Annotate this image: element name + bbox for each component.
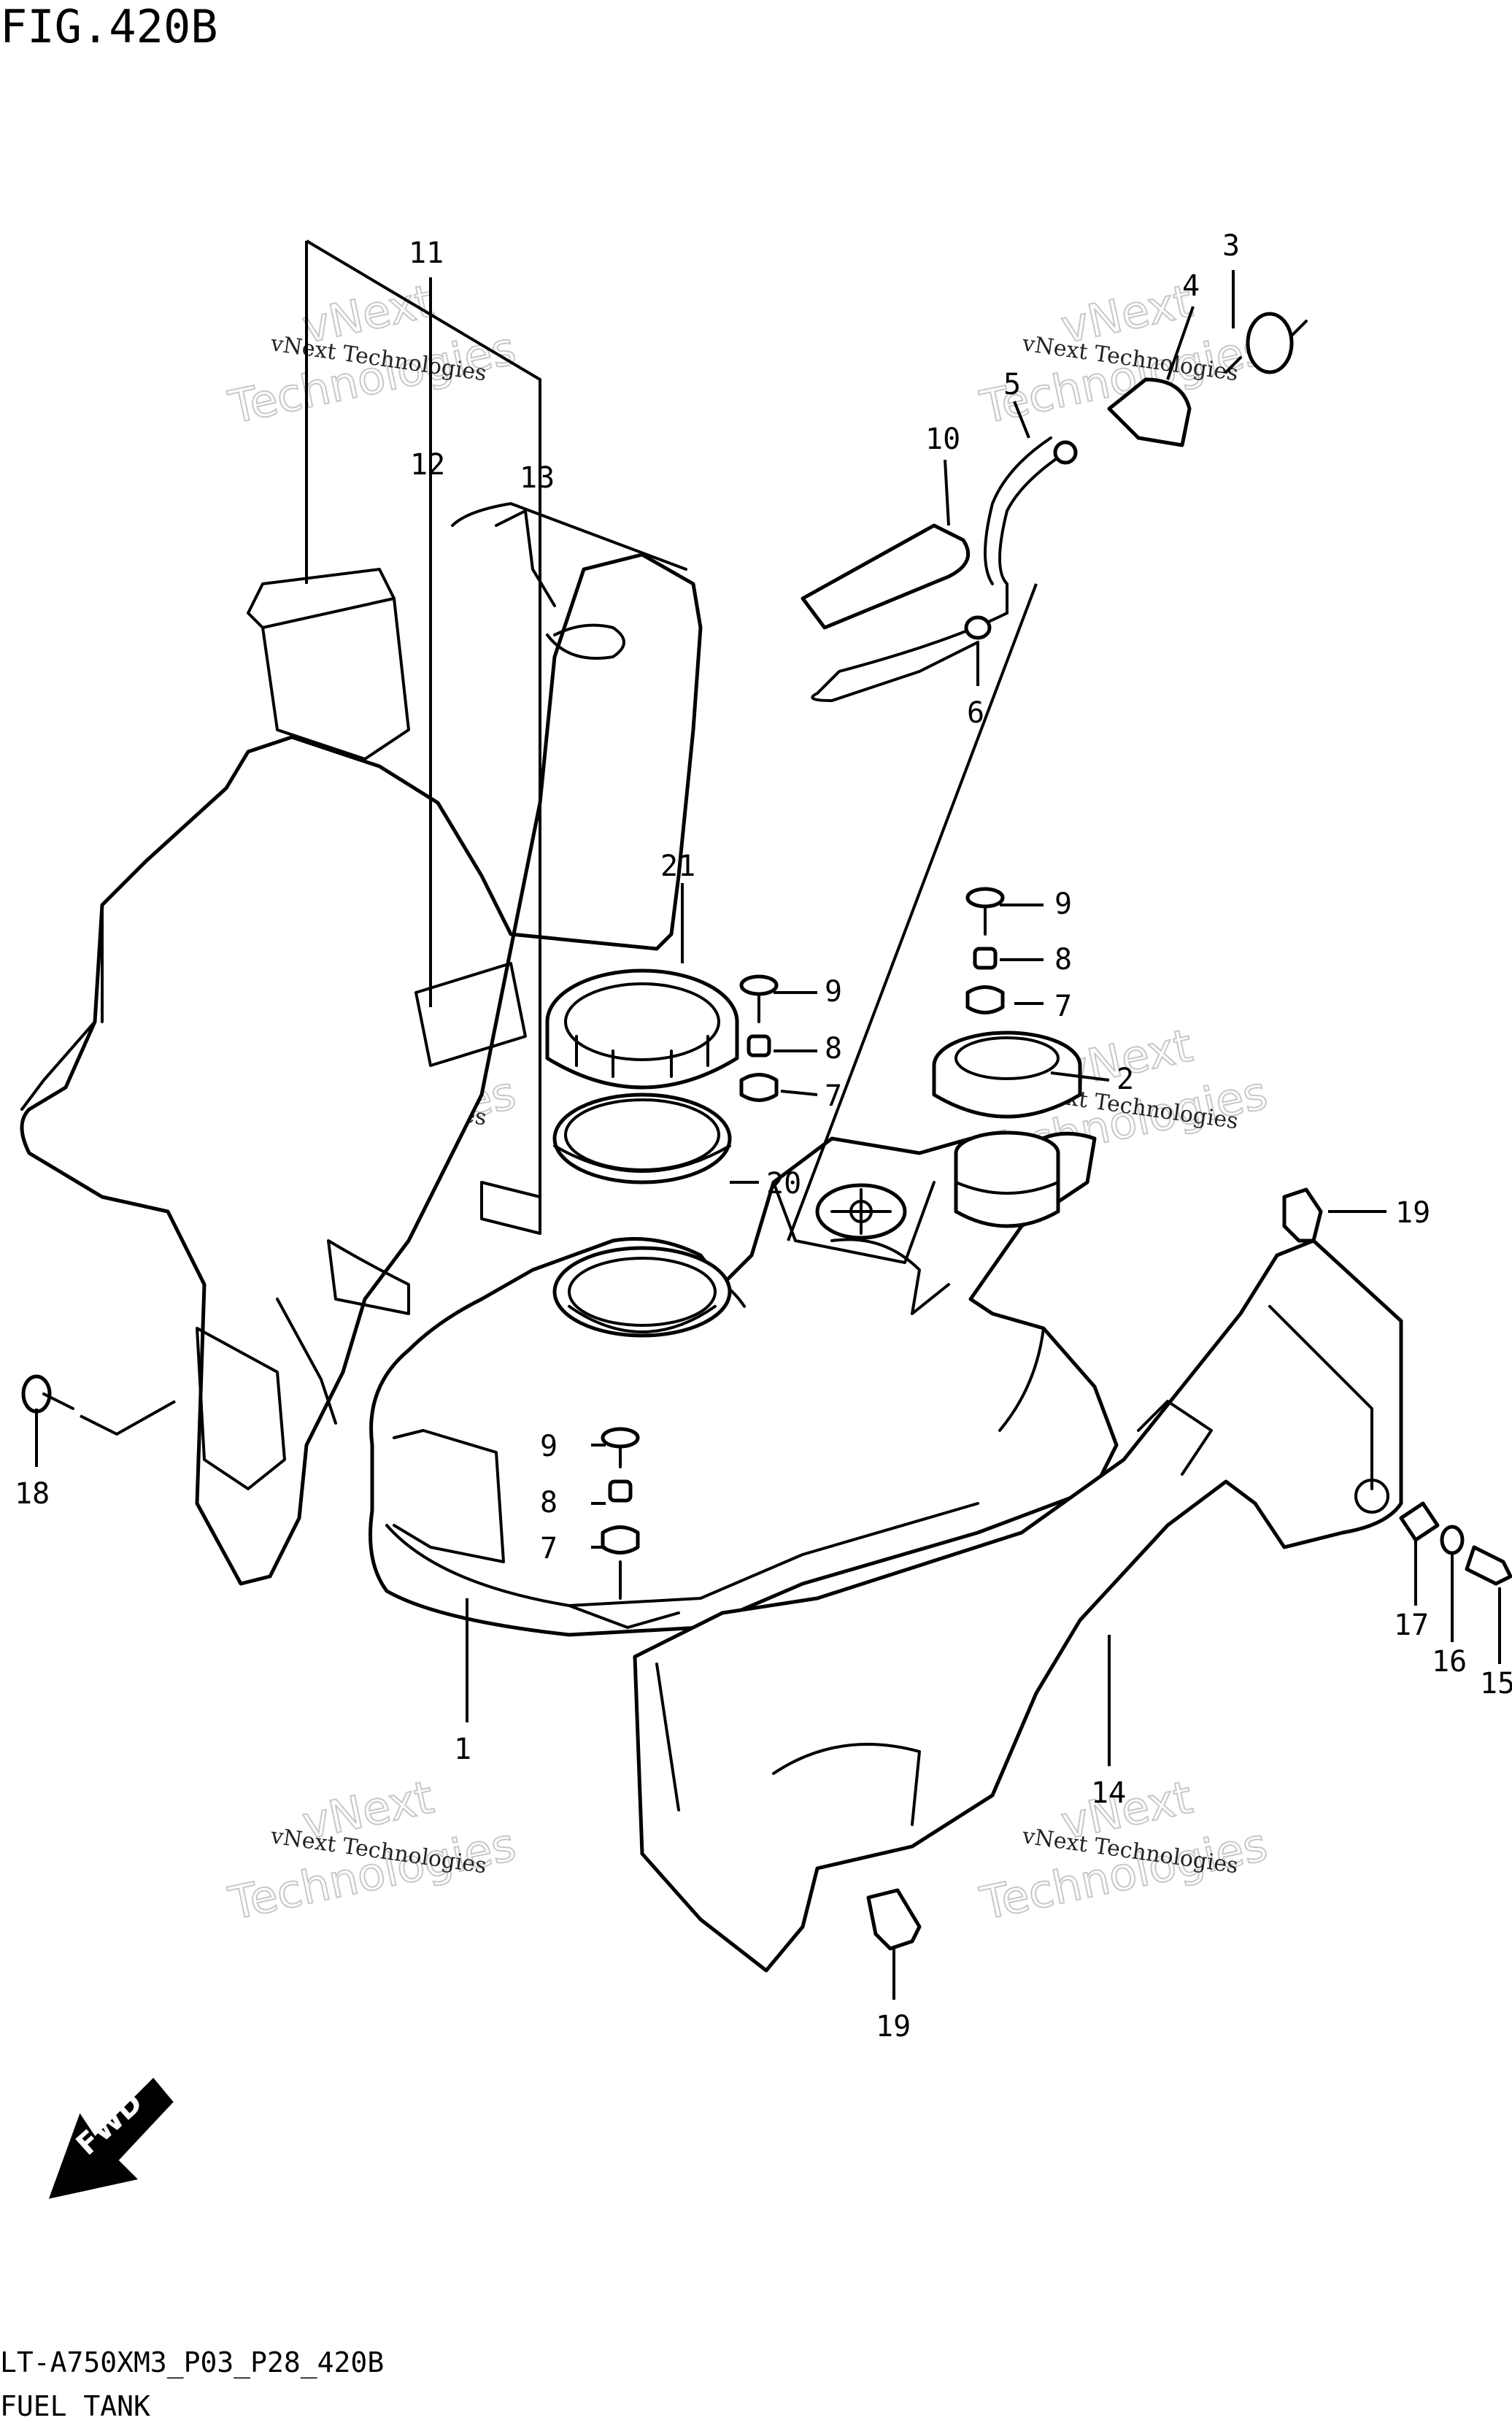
watermark-top-left: Technologies vNext vNext Technologies: [223, 274, 521, 435]
figure-title: FIG.420B: [0, 0, 218, 53]
callout-5: 5: [1003, 368, 1021, 401]
callout-1: 1: [454, 1733, 471, 1766]
callout-20: 20: [766, 1167, 801, 1201]
callout-9a: 9: [825, 975, 842, 1009]
callout-6: 6: [967, 696, 984, 730]
clip-19-upper: [1282, 1187, 1323, 1243]
seal-ring-20: [552, 1093, 732, 1184]
hose-guard-10: [801, 523, 971, 630]
tank-vent-fitting: [815, 1183, 907, 1240]
lock-ring-21: [545, 968, 739, 1090]
callout-17: 17: [1394, 1609, 1429, 1642]
collar-17: [1399, 1501, 1440, 1542]
fwd-arrow: FWD: [48, 2078, 174, 2199]
callout-8c: 8: [540, 1486, 558, 1519]
callout-8a: 8: [825, 1032, 842, 1066]
leader-vent-to-tank: [787, 583, 1038, 1241]
callout-18: 18: [15, 1477, 50, 1511]
callout-9c: 9: [540, 1430, 558, 1463]
left-cover-panel: [20, 502, 703, 1586]
callout-16: 16: [1432, 1645, 1467, 1679]
fuel-cap-2: [932, 1031, 1082, 1119]
callout-19b: 19: [876, 2010, 911, 2043]
watermark-top-right: Technologies vNext vNext Technologies: [975, 274, 1273, 435]
vent-valve-3: [1224, 312, 1308, 374]
callout-15: 15: [1480, 1667, 1512, 1700]
callout-labels: 11 12 13 3 4 5 10 6 21 9 8 7 9 8 7 2 20 …: [15, 229, 1512, 2043]
hose-clip-6: [964, 615, 992, 640]
tank-pump-opening: [552, 1246, 732, 1338]
callout-7b: 7: [1054, 990, 1072, 1023]
bolt-18: [21, 1374, 74, 1414]
footer-name: FUEL TANK: [0, 2390, 150, 2422]
watermark-bottom-left: Technologies vNext vNext Technologies: [223, 1770, 521, 1931]
bolt-15: [1465, 1545, 1512, 1586]
callout-13: 13: [520, 461, 555, 495]
right-side-cover-14: [633, 1239, 1403, 1973]
hose-clamp-holder-4: [1107, 377, 1192, 447]
callout-7c: 7: [540, 1532, 558, 1565]
callout-7a: 7: [825, 1079, 842, 1113]
callout-9b: 9: [1054, 887, 1072, 921]
washer-16: [1440, 1525, 1465, 1555]
callout-2: 2: [1116, 1063, 1134, 1096]
filler-neck: [954, 1130, 1060, 1228]
callout-12: 12: [410, 448, 445, 482]
leader-13: [305, 239, 541, 1212]
callout-8b: 8: [1054, 943, 1072, 976]
callout-19a: 19: [1395, 1196, 1430, 1230]
bolt-stack-a: [739, 974, 779, 1102]
clip-19-lower: [866, 1888, 922, 1951]
footer-code: LT-A750XM3_P03_P28_420B: [0, 2346, 384, 2379]
bolt-stack-c: [601, 1427, 640, 1600]
callout-3: 3: [1222, 229, 1240, 263]
callout-21: 21: [660, 850, 695, 883]
bolt-stack-b: [965, 887, 1005, 1014]
callout-4: 4: [1182, 269, 1200, 303]
callout-leaders: [35, 270, 1501, 2000]
callout-14: 14: [1091, 1776, 1126, 1810]
callout-10: 10: [925, 423, 960, 456]
callout-11: 11: [409, 236, 444, 270]
